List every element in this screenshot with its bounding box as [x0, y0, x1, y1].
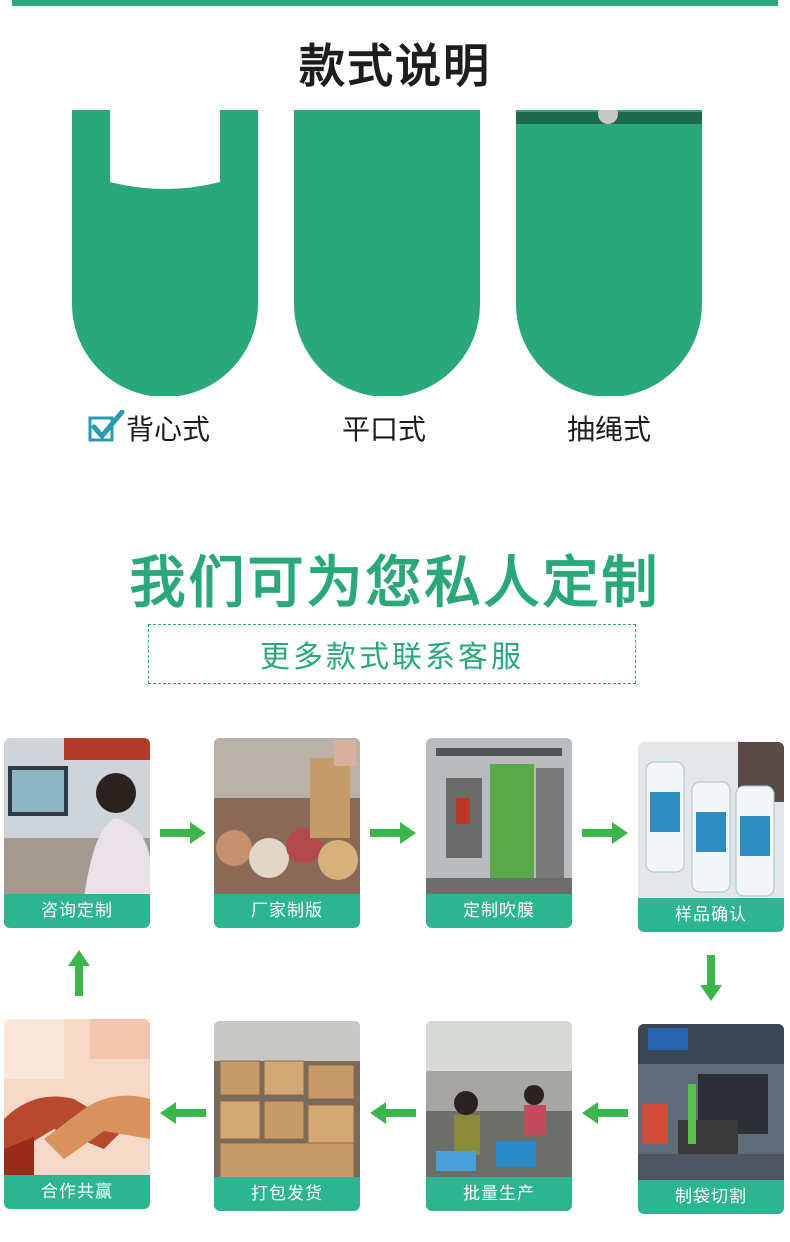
sample-rolls-photo-icon — [638, 742, 784, 902]
process-step-cutting: 制袋切割 — [638, 1024, 784, 1214]
contact-service-text: 更多款式联系客服 — [260, 640, 524, 675]
step-caption: 合作共赢 — [4, 1175, 150, 1209]
process-step-consult: 咨询定制 — [4, 738, 150, 928]
checkbox-checked-icon — [88, 410, 125, 442]
step-caption: 打包发货 — [214, 1177, 360, 1211]
style-label-flat: 平口式 — [341, 413, 426, 446]
custom-title: 我们可为您私人定制 — [129, 551, 661, 616]
process-step-packing: 打包发货 — [214, 1021, 360, 1211]
style-label-drawstring: 抽绳式 — [566, 413, 651, 446]
flat-bag-shape — [294, 110, 480, 396]
cutting-machine-photo-icon — [638, 1024, 784, 1184]
drawstring-bag-shape — [516, 110, 702, 396]
process-step-plate: 厂家制版 — [214, 738, 360, 928]
arrow-down-icon — [700, 955, 722, 1001]
arrow-left-icon — [582, 1102, 628, 1124]
arrow-right-icon — [160, 822, 206, 844]
arrow-left-icon — [370, 1102, 416, 1124]
top-accent-bar — [12, 0, 778, 6]
process-step-blow-film: 定制吹膜 — [426, 738, 572, 928]
process-step-win-win: 合作共赢 — [4, 1019, 150, 1209]
process-step-sample: 样品确认 — [638, 742, 784, 932]
step-caption: 制袋切割 — [638, 1180, 784, 1214]
step-caption: 定制吹膜 — [426, 894, 572, 928]
process-step-mass-production: 批量生产 — [426, 1021, 572, 1211]
styles-title: 款式说明 — [299, 39, 491, 93]
office-photo-icon — [4, 738, 150, 898]
step-caption: 样品确认 — [638, 898, 784, 932]
style-label-vest: 背心式 — [126, 413, 211, 446]
film-rolls-photo-icon — [214, 738, 360, 898]
cartons-photo-icon — [214, 1021, 360, 1181]
contact-service-banner[interactable]: 更多款式联系客服 — [148, 624, 636, 684]
step-caption: 批量生产 — [426, 1177, 572, 1211]
vest-bag-shape — [72, 110, 258, 396]
arrow-up-icon — [68, 950, 90, 996]
blow-film-machine-photo-icon — [426, 738, 572, 898]
step-caption: 厂家制版 — [214, 894, 360, 928]
arrow-right-icon — [582, 822, 628, 844]
workshop-photo-icon — [426, 1021, 572, 1181]
arrow-right-icon — [370, 822, 416, 844]
handshake-photo-icon — [4, 1019, 150, 1179]
arrow-left-icon — [160, 1102, 206, 1124]
step-caption: 咨询定制 — [4, 894, 150, 928]
